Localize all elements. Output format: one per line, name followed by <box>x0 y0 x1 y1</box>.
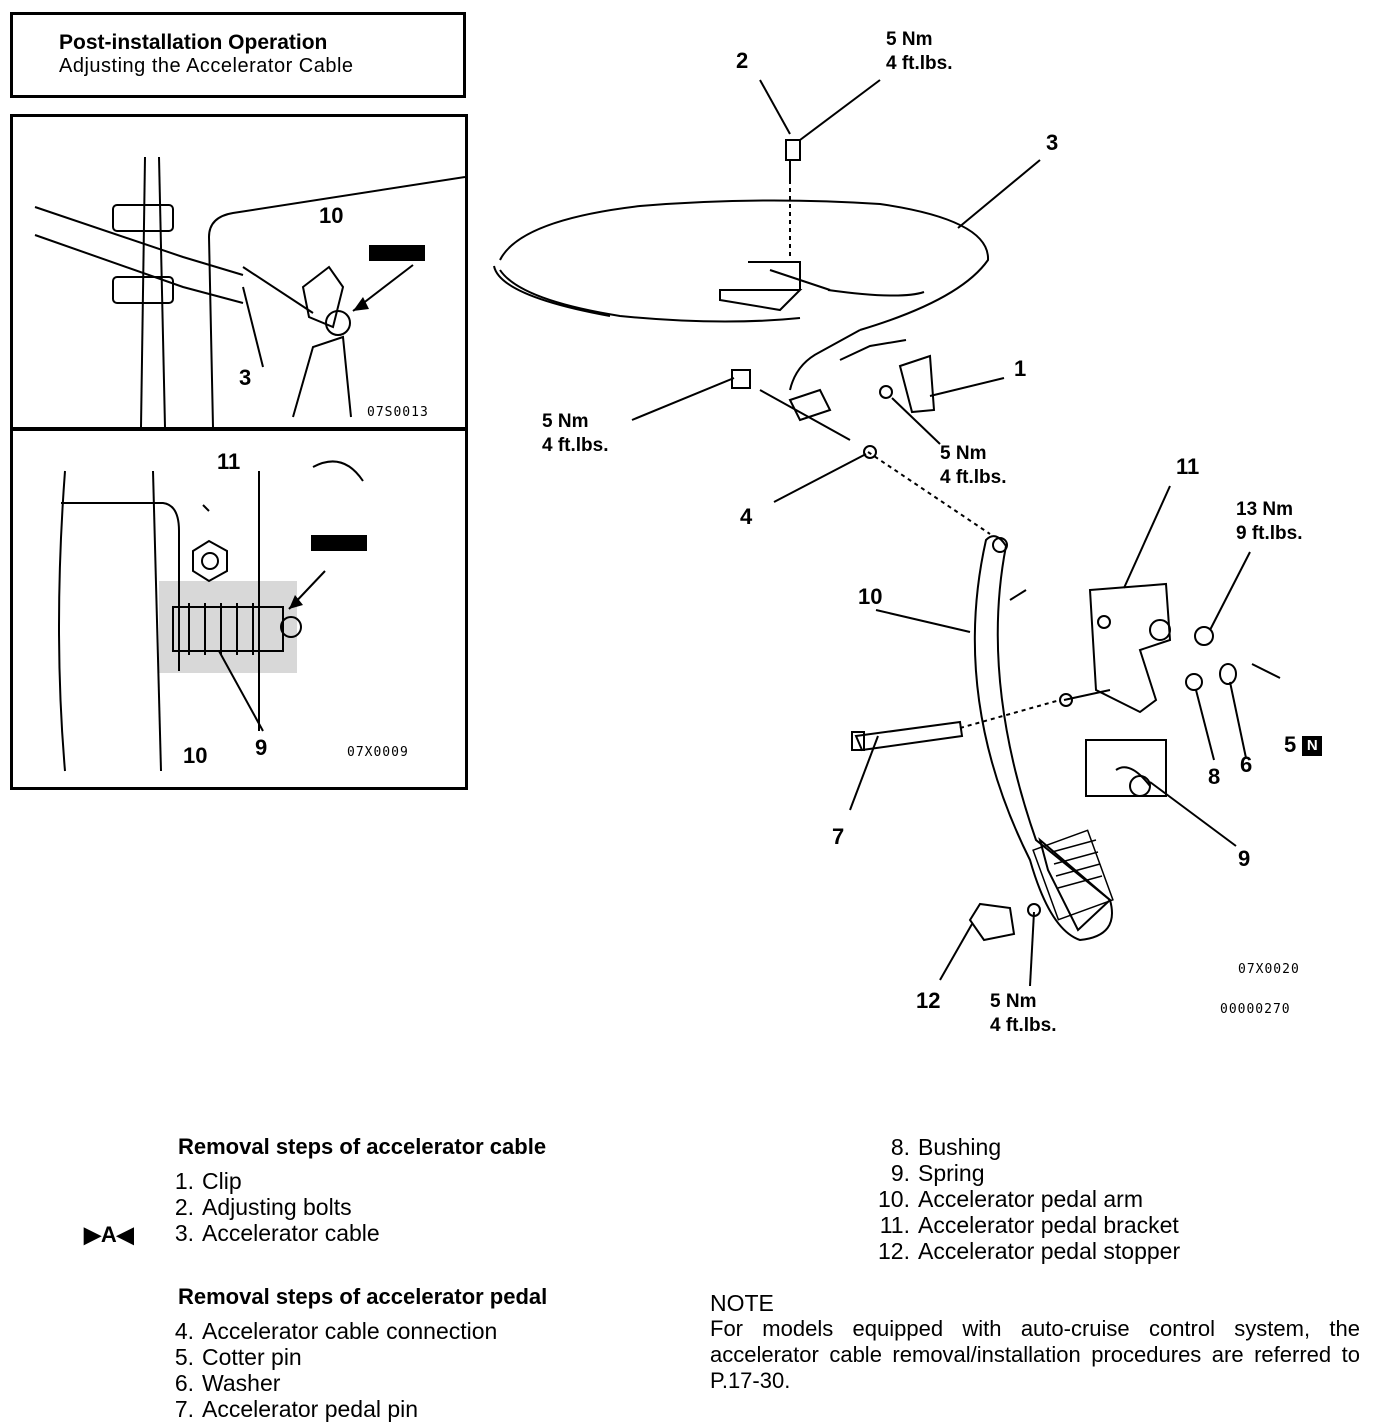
list-item: 4.Accelerator cable connection <box>174 1318 498 1344</box>
figure-code: 00000270 <box>1220 1002 1291 1017</box>
callout-3: 3 <box>1046 130 1059 155</box>
inset-spring-drawing <box>58 460 367 772</box>
list-item: 8.Bushing <box>890 1134 1002 1160</box>
callout-11: 11 <box>1176 454 1200 479</box>
cable-steps-list: 1.Clip 2.Adjusting bolts 3.Accelerator c… <box>160 1168 380 1246</box>
cable-steps-heading: Removal steps of accelerator cable <box>178 1134 547 1159</box>
callout-7: 7 <box>832 824 845 849</box>
pedal-steps-list: 4.Accelerator cable connection 5.Cotter … <box>160 1318 498 1422</box>
exploded-pedal-diagram <box>493 79 1281 987</box>
list-item: 3.Accelerator cable <box>174 1220 380 1246</box>
list-item: 11.Accelerator pedal bracket <box>879 1212 1179 1238</box>
callout-9: 9 <box>1238 846 1251 871</box>
list-item: 2.Adjusting bolts <box>174 1194 352 1220</box>
new-part-badge: N <box>1302 736 1323 756</box>
callout-6: 6 <box>1240 752 1253 777</box>
figure-code: 07X0009 <box>347 745 409 760</box>
inset-cable-drawing <box>34 156 465 427</box>
inset-label-10-bottom: 10 <box>183 743 208 768</box>
list-item: 12.Accelerator pedal stopper <box>878 1238 1181 1264</box>
callout-10: 10 <box>858 584 883 609</box>
callout-8: 8 <box>1208 764 1221 789</box>
callout-12: 12 <box>916 988 941 1013</box>
section-title: Post-installation Operation <box>59 31 328 54</box>
list-item: 7.Accelerator pedal pin <box>174 1396 419 1422</box>
inset-label-11: 11 <box>217 449 241 474</box>
service-point-marker: ▶A◀ <box>84 1222 134 1247</box>
list-item: 9.Spring <box>890 1160 985 1186</box>
inset-spring-detail: 11 10 9 07X0009 <box>10 428 468 790</box>
list-item: 10.Accelerator pedal arm <box>878 1186 1143 1212</box>
note-text: For models equipped with auto-cruise con… <box>710 1316 1360 1393</box>
pedal-steps-list-continued: 8.Bushing 9.Spring 10.Accelerator pedal … <box>870 1134 1180 1264</box>
figure-code: 07X0020 <box>1238 962 1300 977</box>
inset-label-3: 3 <box>239 365 252 390</box>
pedal-steps-heading: Removal steps of accelerator pedal <box>178 1284 548 1309</box>
callout-4: 4 <box>740 504 753 529</box>
section-subtitle: Adjusting the Accelerator Cable <box>59 55 354 77</box>
list-item: 5.Cotter pin <box>174 1344 302 1370</box>
list-item: 6.Washer <box>174 1370 281 1396</box>
note-heading: NOTE <box>710 1290 774 1316</box>
callout-1: 1 <box>1014 356 1027 381</box>
callout-2: 2 <box>736 48 749 73</box>
section-header-box: Post-installation Operation Adjusting th… <box>10 12 466 98</box>
figure-code: 07S0013 <box>367 405 429 420</box>
inset-label-9: 9 <box>255 735 268 760</box>
list-item: 1.Clip <box>174 1168 242 1194</box>
inset-label-10: 10 <box>319 203 344 228</box>
